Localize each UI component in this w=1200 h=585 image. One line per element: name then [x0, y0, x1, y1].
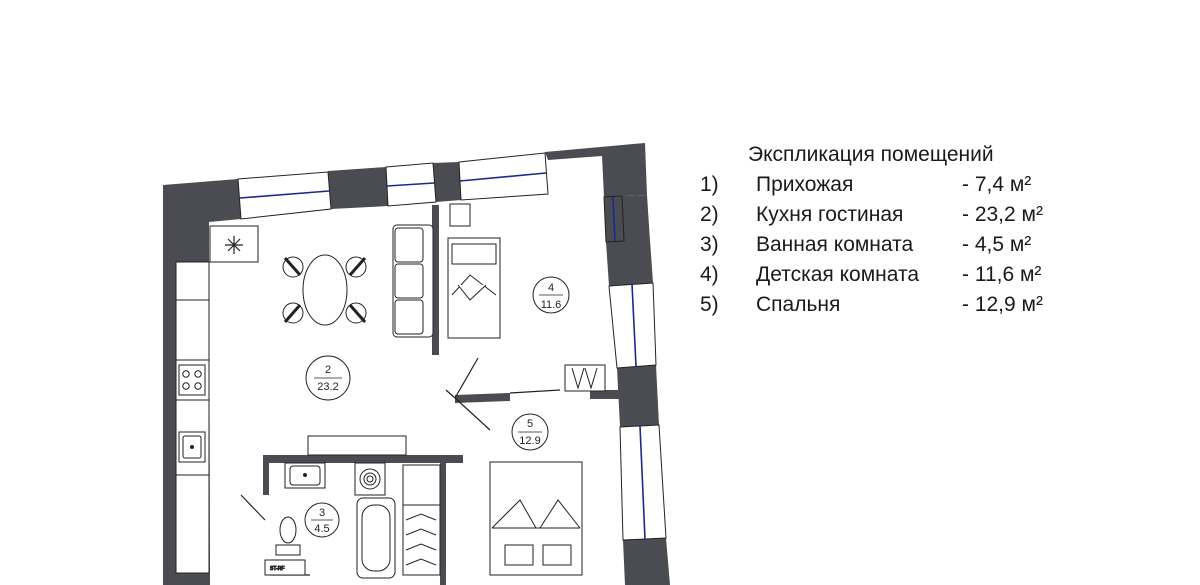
svg-text:2: 2: [325, 364, 331, 376]
legend-title: Экспликация помещений: [748, 143, 994, 166]
fridge: [209, 225, 259, 263]
kitchen-counter: [175, 261, 210, 574]
chair: [345, 256, 367, 278]
legend-item: 1) Прихожая - 7,4 м²: [700, 170, 1072, 200]
sink-icon: [178, 431, 206, 463]
legend-item-area: - 23,2 м²: [962, 203, 1043, 226]
legend-item-name: Кухня гостиная: [756, 203, 904, 226]
chair: [282, 302, 304, 324]
bed-icon: [489, 461, 583, 576]
child-bed: [447, 237, 501, 339]
svg-text:3: 3: [319, 507, 325, 519]
svg-text:4.5: 4.5: [314, 523, 329, 535]
tv-stand: [307, 435, 407, 456]
stove-icon: [178, 364, 206, 396]
windows: [237, 152, 667, 541]
legend-item: 4) Детская комната - 11,6 м²: [700, 260, 1072, 290]
legend-item-name: Ванная комната: [756, 233, 914, 256]
legend-item-area: - 4,5 м²: [962, 233, 1032, 256]
room-tag-5: 5 12.9: [511, 413, 549, 451]
room-tag-4: 4 11.6: [532, 276, 570, 314]
legend-item-area: - 7,4 м²: [962, 173, 1032, 196]
legend-item-name: Спальня: [756, 293, 841, 316]
legend-item-area: - 11,6 м²: [962, 263, 1042, 286]
legend-item-name: Детская комната: [756, 263, 920, 286]
washer-tag: ST-RF: [270, 566, 284, 572]
sink-icon: [289, 465, 321, 486]
snowflake-icon: [225, 236, 243, 254]
svg-text:4: 4: [548, 282, 554, 294]
legend-item: 2) Кухня гостиная - 23,2 м²: [700, 200, 1072, 230]
svg-text:12.9: 12.9: [519, 435, 540, 447]
chair: [345, 302, 367, 324]
toilet-icon: [275, 516, 301, 556]
interior-walls: [263, 205, 620, 585]
nightstand: [449, 203, 471, 227]
legend-item-name: Прихожая: [756, 173, 854, 196]
svg-text:5: 5: [527, 418, 533, 430]
room-tag-3: 3 4.5: [304, 502, 340, 538]
legend-item: 3) Ванная комната - 4,5 м²: [700, 230, 1072, 260]
floor-plan: ST-RF 2 23.2 4 11.6 3 4.5: [163, 143, 670, 585]
dining-table: [282, 254, 367, 326]
legend-item: 5) Спальня - 12,9 м²: [700, 290, 1072, 320]
shelf: [564, 364, 606, 392]
legend-item-number: 3): [700, 233, 719, 256]
svg-text:11.6: 11.6: [541, 299, 562, 311]
legend-item-number: 5): [700, 293, 719, 316]
room-tag-2: 2 23.2: [305, 355, 351, 401]
bathroom-fixtures: ST-RF: [264, 462, 396, 579]
legend-item-number: 1): [700, 173, 719, 196]
room-legend: Экспликация помещений 1) Прихожая - 7,4 …: [700, 140, 1072, 320]
wardrobe: [402, 464, 441, 576]
chair: [282, 256, 304, 278]
sofa-icon: [392, 224, 434, 338]
legend-item-number: 4): [700, 263, 719, 286]
legend-item-area: - 12,9 м²: [962, 293, 1043, 316]
svg-text:23.2: 23.2: [317, 381, 338, 393]
legend-item-number: 2): [700, 203, 719, 226]
bathtub-icon: [356, 497, 396, 579]
washer-icon: [354, 462, 386, 496]
